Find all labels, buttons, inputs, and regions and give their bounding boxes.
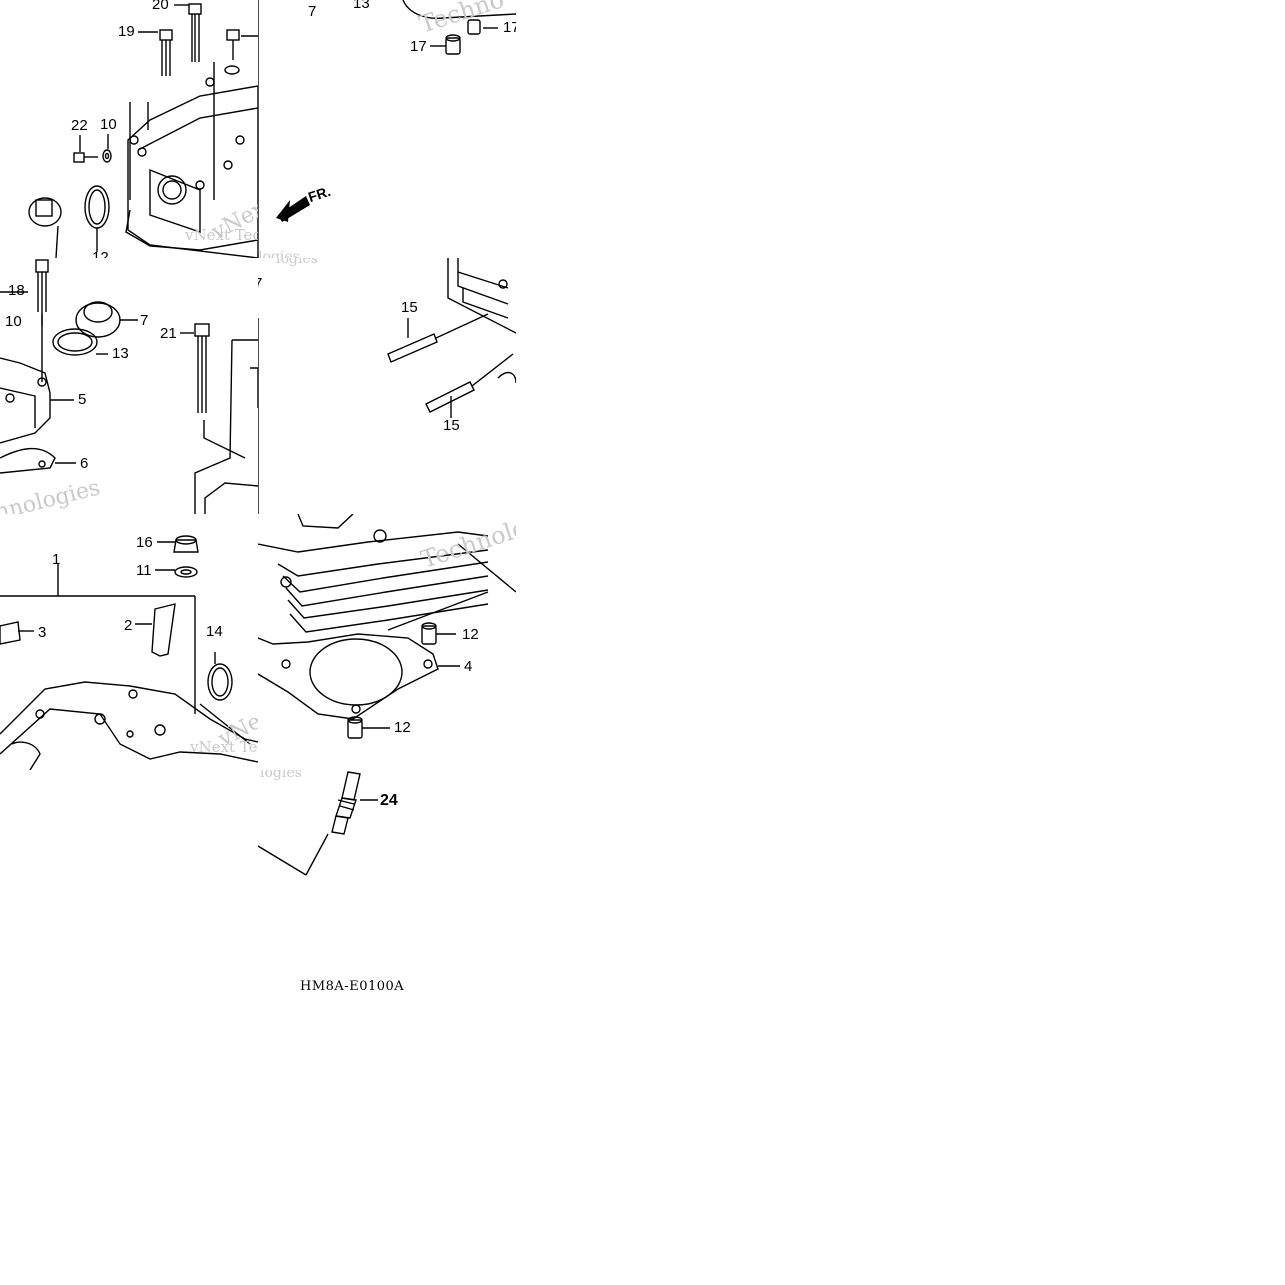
watermark: vNext Tec xyxy=(185,226,258,244)
callout-1: 1 xyxy=(52,551,61,568)
callout-7: 7 xyxy=(258,275,263,292)
callout-6: 6 xyxy=(80,455,89,472)
callout-2: 2 xyxy=(124,617,133,634)
panel-valve-cover: 18 10 7 13 5 6 21 hnologies xyxy=(0,258,258,514)
callout-15: 15 xyxy=(443,417,460,434)
panel-cylinder-studs: 7 15 15 logies xyxy=(258,258,516,514)
panel-cylinder-head: 1 16 11 3 2 14 vNext Te vNe xyxy=(0,514,258,770)
panel-cylinder-head-cover: 20 19 22 10 12 vNext Tec vNext xyxy=(0,0,258,258)
callout-19: 19 xyxy=(118,23,135,40)
callout-12: 12 xyxy=(394,719,411,736)
panel-cylinder-gasket: 12 4 12 Technologies xyxy=(258,514,516,770)
callout-10: 10 xyxy=(100,116,117,133)
callout-13: 13 xyxy=(112,345,129,362)
watermark: logies xyxy=(258,249,300,258)
callout-12: 12 xyxy=(462,626,479,643)
watermark: vNext Te xyxy=(190,738,258,756)
callout-7: 7 xyxy=(140,312,149,329)
gasket-drawing xyxy=(258,514,516,739)
watermark: logies xyxy=(260,770,302,781)
callout-3: 3 xyxy=(38,624,47,641)
callout-11: 11 xyxy=(136,562,152,579)
callout-22: 22 xyxy=(71,117,88,134)
cylinder-head-drawing xyxy=(0,535,258,770)
cover-gasket-drawing xyxy=(258,0,516,258)
callout-17: 17 xyxy=(503,19,516,36)
watermark: logies xyxy=(276,258,318,267)
panel-spark-plug: 24 logies HM8A-E0100A xyxy=(258,770,516,1020)
callout-7: 7 xyxy=(308,3,317,20)
callout-20: 20 xyxy=(152,0,169,13)
callout-13: 13 xyxy=(353,0,370,12)
valve-cover-drawing xyxy=(0,259,258,514)
callout-14: 14 xyxy=(206,623,223,640)
callout-12: 12 xyxy=(92,249,109,258)
callout-16: 16 xyxy=(136,534,153,551)
studs-drawing xyxy=(258,258,516,514)
callout-18: 18 xyxy=(8,282,25,299)
callout-4: 4 xyxy=(464,658,473,675)
callout-10: 10 xyxy=(5,313,22,330)
callout-15: 15 xyxy=(401,299,418,316)
head-cover-drawing xyxy=(28,3,258,258)
callout-21: 21 xyxy=(160,325,177,342)
diagram-code: HM8A-E0100A xyxy=(300,979,405,994)
callout-24: 24 xyxy=(380,792,398,809)
callout-17: 17 xyxy=(410,38,427,55)
spark-plug-drawing xyxy=(258,771,378,876)
callout-5: 5 xyxy=(78,391,87,408)
panel-front-marker: 7 13 17 17 19 FR. Techno logies xyxy=(258,0,516,258)
